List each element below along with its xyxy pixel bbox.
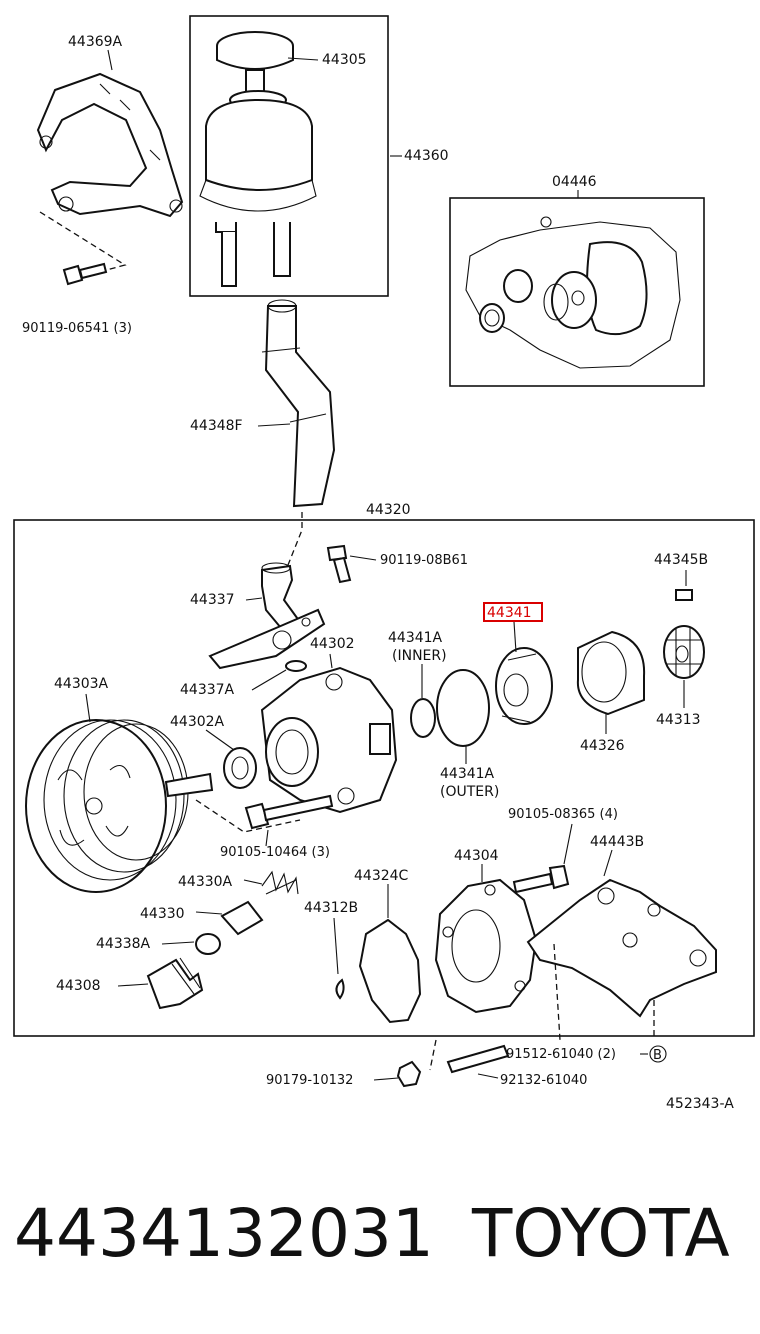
- reference-code: 452343-A: [666, 1096, 734, 1112]
- seal-44302A: [223, 747, 257, 789]
- brand-name: TOYOTA: [471, 1195, 730, 1272]
- oring-44341A-outer: [436, 669, 490, 747]
- label-44443B: 44443B: [590, 834, 644, 850]
- oring-44337A: [285, 660, 307, 672]
- label-90119-06541: 90119-06541 (3): [22, 321, 132, 336]
- label-44330: 44330: [140, 906, 185, 922]
- label-44304: 44304: [454, 848, 499, 864]
- gasket-44324C: [358, 918, 422, 1024]
- label-44341: 44341: [487, 605, 532, 621]
- label-44313: 44313: [656, 712, 701, 728]
- label-44303A: 44303A: [54, 676, 109, 692]
- bolt-90119-08B61: [326, 544, 352, 584]
- plug-44308: [146, 957, 204, 1010]
- bracket-44337-plate: [208, 608, 326, 670]
- label-44305: 44305: [322, 52, 367, 68]
- bracket-44369A: [36, 72, 184, 218]
- snap-ring-44312B: [335, 978, 345, 1000]
- spring-44330A: [261, 870, 299, 895]
- cam-ring-44341: [495, 647, 553, 725]
- label-90179-10132: 90179-10132: [266, 1073, 353, 1088]
- hose-44348F: [261, 299, 336, 508]
- label-44302: 44302: [310, 636, 355, 652]
- bolt-90105-10464: [244, 794, 334, 830]
- label-outer: (OUTER): [440, 784, 499, 800]
- label-92132-61040: 92132-61040: [500, 1073, 587, 1088]
- bolt-90105-08365: [512, 864, 570, 894]
- label-44348F: 44348F: [190, 418, 243, 434]
- oring-44338A: [195, 933, 221, 955]
- nut-90179-10132: [396, 1060, 422, 1088]
- gasket-kit-box: [449, 197, 705, 387]
- bracket-44443B: [526, 878, 717, 1018]
- label-04446: 04446: [552, 174, 597, 190]
- pump-body-44302: [260, 666, 398, 814]
- label-44324C: 44324C: [354, 868, 409, 884]
- label-44308: 44308: [56, 978, 101, 994]
- label-44341A-outer: 44341A: [440, 766, 495, 782]
- valve-44330: [195, 900, 264, 936]
- label-90105-10464: 90105-10464 (3): [220, 845, 330, 860]
- label-90105-08365: 90105-08365 (4): [508, 807, 618, 822]
- label-44338A: 44338A: [96, 936, 151, 952]
- cover-44304: [434, 878, 538, 1014]
- key-44345B: [675, 589, 693, 601]
- label-90119-08B61: 90119-08B61: [380, 553, 468, 568]
- label-inner: (INNER): [392, 648, 447, 664]
- pulley-44303A: [25, 719, 214, 893]
- reservoir-group-box: [189, 15, 389, 297]
- label-44369A: 44369A: [68, 34, 123, 50]
- label-44320: 44320: [366, 502, 411, 518]
- part-number: 4434132031: [14, 1195, 434, 1272]
- reservoir-44360: [199, 31, 317, 287]
- b-marker-circle: [649, 1045, 667, 1063]
- label-44360: 44360: [404, 148, 449, 164]
- label-44345B: 44345B: [654, 552, 708, 568]
- oring-44341A-inner: [410, 698, 436, 738]
- label-44302A: 44302A: [170, 714, 225, 730]
- rotor-44313: [663, 625, 705, 679]
- gasket-kit-04446: [465, 216, 681, 369]
- pump-group-box: [13, 519, 755, 1037]
- label-44326: 44326: [580, 738, 625, 754]
- label-91512-61040: 91512-61040 (2): [506, 1047, 616, 1062]
- label-44330A: 44330A: [178, 874, 233, 890]
- highlight-44341-box: [483, 602, 543, 622]
- label-44337: 44337: [190, 592, 235, 608]
- stud-91512-61040: [446, 1044, 510, 1074]
- bolt-90119-06541: [62, 262, 108, 286]
- label-44312B: 44312B: [304, 900, 358, 916]
- b-marker: B: [653, 1048, 662, 1063]
- label-44337A: 44337A: [180, 682, 235, 698]
- sleeve-44326: [576, 630, 646, 716]
- label-44341A-inner: 44341A: [388, 630, 443, 646]
